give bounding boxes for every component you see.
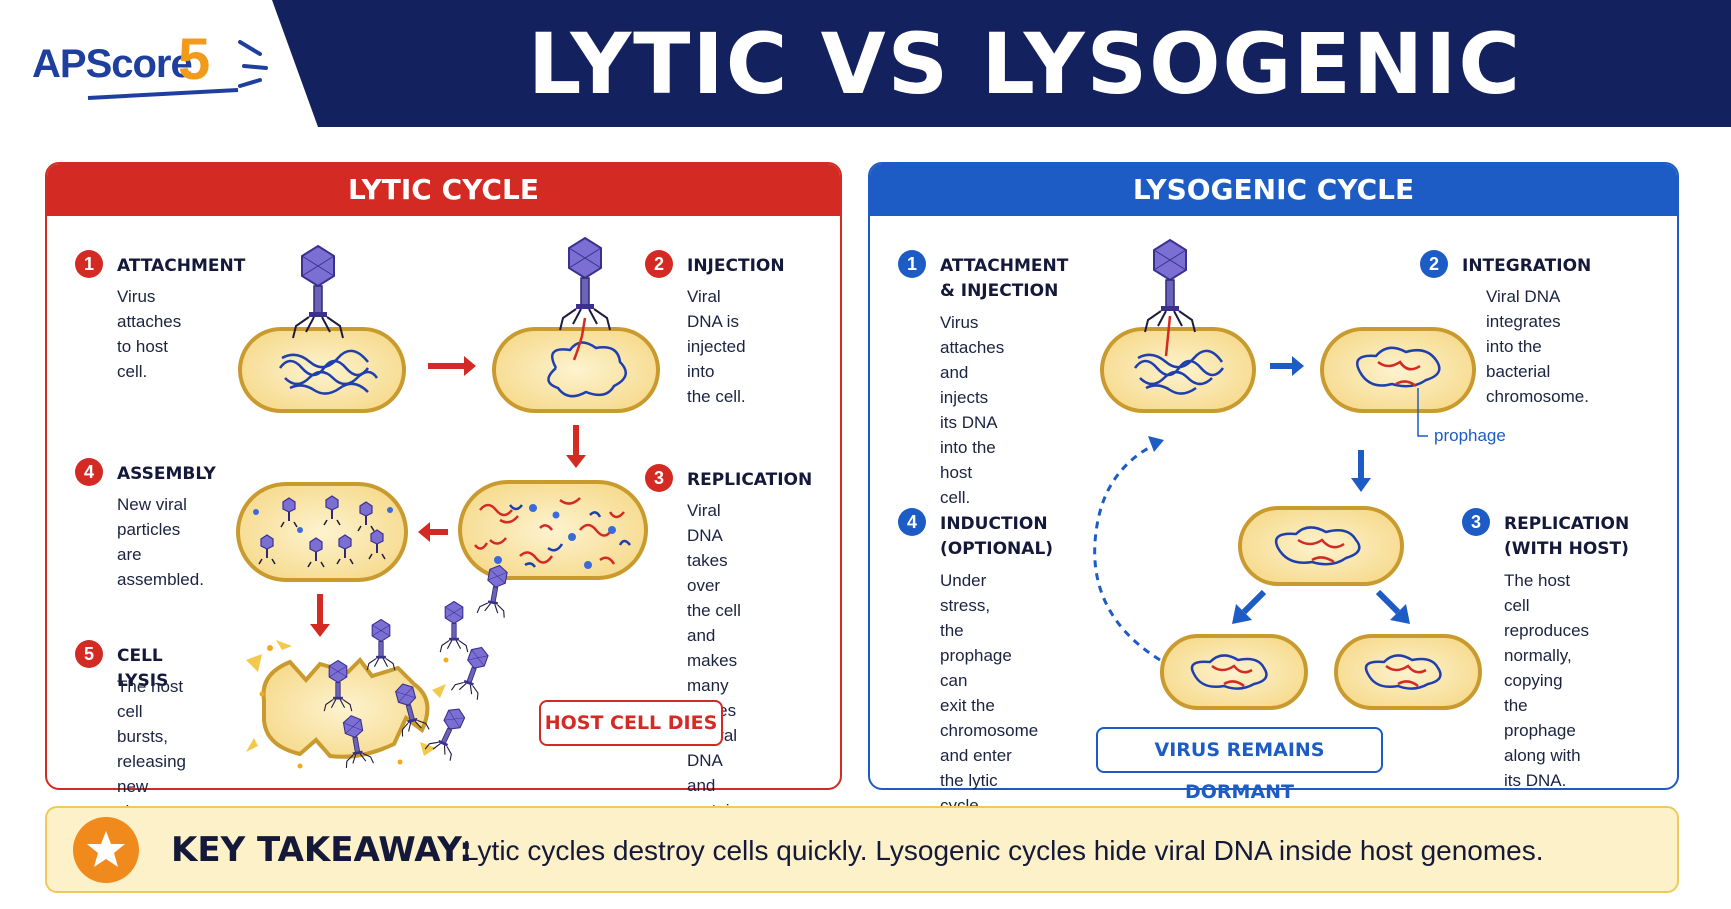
takeaway-label: KEY TAKEAWAY: [171,830,473,870]
step-description: Virus attaches and injects its DNA into … [940,313,1005,507]
step-title: INTEGRATION [1462,256,1592,276]
step-title: REPLICATION [687,470,813,490]
step-number: 1 [75,250,103,278]
step-title: INJECTION [687,256,785,276]
step-title: CELL LYSIS [117,646,169,691]
header-band [272,0,1731,127]
logo-swoosh-icon [87,40,268,100]
logo: APScore 5 [28,27,288,108]
step-number: 1 [898,250,926,278]
step-description: Virus attaches to host cell. [117,287,182,381]
star-icon [73,817,139,883]
step-title: ATTACHMENT & INJECTION [940,256,1069,301]
step-title: ASSEMBLY [117,464,216,484]
step-description: Viral DNA takes over the cell and makes … [687,501,752,820]
lysogenic-heading: LYSOGENIC CYCLE [870,164,1677,216]
step-title: ATTACHMENT [117,256,246,276]
step-description: New viral particles are assembled. [117,495,204,589]
step-description: Under stress, the prophage can exit the … [940,571,1039,815]
lytic-heading: LYTIC CYCLE [47,164,840,216]
key-takeaway: KEY TAKEAWAY: Lytic cycles destroy cells… [45,806,1679,893]
header: APScore 5 LYTIC VS LYSOGENIC CYCLES [0,0,1731,213]
logo-number: 5 [178,27,211,92]
takeaway-text: Lytic cycles destroy cells quickly. Lyso… [463,835,1544,866]
step-number: 4 [898,508,926,536]
virus-dormant-badge: VIRUS REMAINS DORMANT [1096,727,1383,803]
step-number: 5 [75,640,103,668]
step-title: INDUCTION (OPTIONAL) [940,514,1054,559]
step-number: 2 [645,250,673,278]
step-description: Viral DNA is injected into the cell. [687,287,746,406]
step-title: REPLICATION (WITH HOST) [1504,514,1630,559]
step-description: The host cell bursts, releasing new viru… [117,677,186,821]
host-cell-dies-badge: HOST CELL DIES [539,700,723,746]
prophage-label: prophage [1434,426,1506,445]
step-description: The host cell reproduces normally, copyi… [1504,571,1590,790]
step-description: Viral DNA integrates into the bacterial … [1486,287,1589,406]
lysogenic-panel: LYSOGENIC CYCLE [868,162,1679,790]
logo-text: APScore [32,42,193,86]
step-number: 4 [75,458,103,486]
step-number: 3 [645,464,673,492]
step-number: 3 [1462,508,1490,536]
step-number: 2 [1420,250,1448,278]
